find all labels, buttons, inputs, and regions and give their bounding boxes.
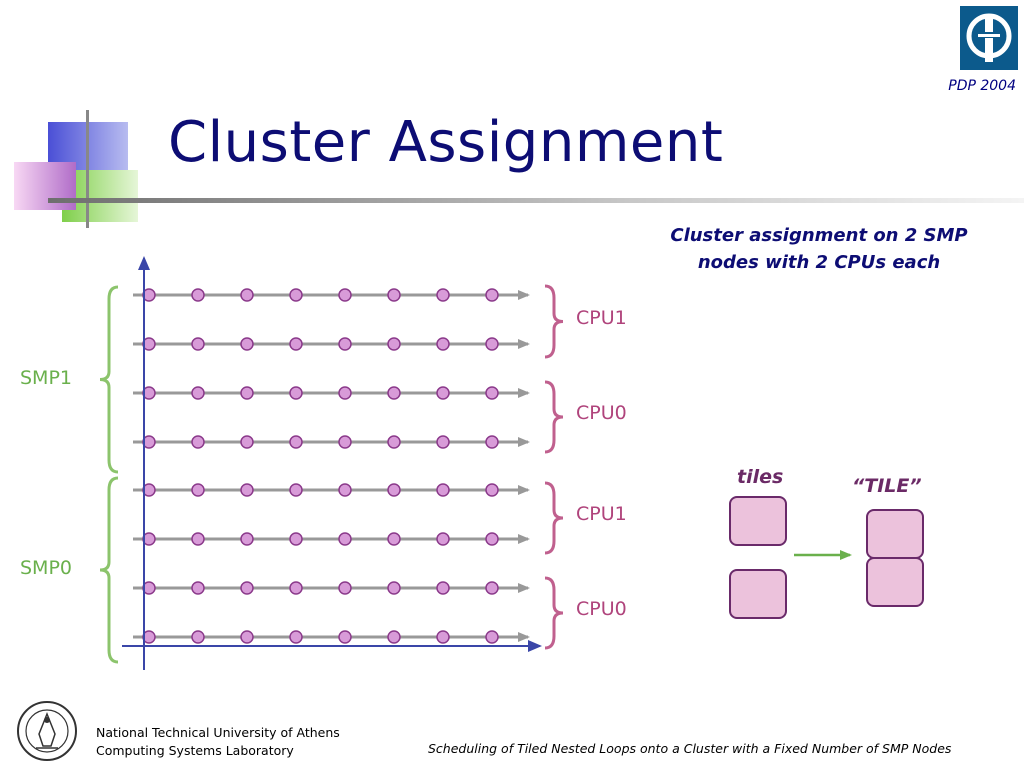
cpu-label: CPU0 xyxy=(576,598,627,620)
cpu-label: CPU1 xyxy=(576,306,627,329)
iteration-point xyxy=(289,288,303,302)
braces-layer xyxy=(99,284,564,664)
iteration-point xyxy=(436,337,450,351)
iteration-point xyxy=(338,288,352,302)
iteration-point xyxy=(191,386,205,400)
university-seal-icon xyxy=(16,700,78,762)
tile-box xyxy=(866,557,924,607)
iteration-point xyxy=(289,337,303,351)
iteration-point xyxy=(485,337,499,351)
iteration-point xyxy=(387,386,401,400)
iteration-point xyxy=(240,337,254,351)
iteration-point xyxy=(387,288,401,302)
iteration-point xyxy=(338,483,352,497)
cpu-brace xyxy=(544,284,564,359)
iteration-point xyxy=(240,483,254,497)
iteration-point xyxy=(338,386,352,400)
smp-label: SMP1 xyxy=(20,366,72,389)
iteration-point xyxy=(436,630,450,644)
iteration-point xyxy=(436,483,450,497)
iteration-point xyxy=(387,435,401,449)
cpu-label: CPU0 xyxy=(576,402,627,424)
rows-layer xyxy=(133,288,530,644)
axes-layer xyxy=(122,256,542,670)
footer-institution: National Technical University of Athens … xyxy=(96,724,340,760)
title-underline xyxy=(48,198,1024,203)
footer-university: National Technical University of Athens xyxy=(96,725,340,740)
tiles-layer xyxy=(729,496,924,619)
iteration-point xyxy=(485,386,499,400)
conference-label: PDP 2004 xyxy=(948,78,1016,94)
iteration-point xyxy=(289,483,303,497)
iteration-point xyxy=(240,532,254,546)
decorative-squares xyxy=(14,110,138,228)
iteration-point xyxy=(338,630,352,644)
iteration-space-diagram xyxy=(99,256,924,670)
iteration-point xyxy=(485,630,499,644)
tile-box xyxy=(729,569,787,619)
iteration-point xyxy=(387,337,401,351)
iteration-point xyxy=(289,581,303,595)
iteration-point xyxy=(191,630,205,644)
iteration-point xyxy=(436,581,450,595)
iteration-point xyxy=(289,386,303,400)
iteration-point xyxy=(338,532,352,546)
iteration-point xyxy=(485,435,499,449)
smp-label: SMP0 xyxy=(20,557,72,579)
iteration-point xyxy=(191,532,205,546)
iteration-point xyxy=(240,581,254,595)
iteration-point xyxy=(240,435,254,449)
iteration-point xyxy=(191,288,205,302)
footer-paper-title: Scheduling of Tiled Nested Loops onto a … xyxy=(428,741,952,756)
iteration-point xyxy=(387,532,401,546)
cpu-label: CPU1 xyxy=(576,503,627,525)
iteration-point xyxy=(338,581,352,595)
iteration-point xyxy=(436,532,450,546)
cpu-brace xyxy=(544,380,564,454)
smp-brace xyxy=(99,285,119,474)
tiles-label: tiles xyxy=(737,466,784,488)
iteration-point xyxy=(485,288,499,302)
iteration-point xyxy=(338,337,352,351)
tile-label: “TILE” xyxy=(852,475,922,497)
iteration-point xyxy=(436,435,450,449)
iteration-point xyxy=(289,435,303,449)
caption-line-2: nodes with 2 CPUs each xyxy=(697,252,941,273)
iteration-point xyxy=(387,581,401,595)
iteration-point xyxy=(191,337,205,351)
iteration-point xyxy=(485,532,499,546)
university-logo-icon xyxy=(960,6,1018,70)
diagram-caption: Cluster assignment on 2 SMP nodes with 2… xyxy=(650,222,988,276)
caption-line-1: Cluster assignment on 2 SMP xyxy=(670,225,968,246)
tile-box xyxy=(729,496,787,546)
iteration-point xyxy=(387,483,401,497)
iteration-point xyxy=(191,435,205,449)
iteration-point xyxy=(289,532,303,546)
iteration-point xyxy=(240,386,254,400)
iteration-point xyxy=(191,483,205,497)
tile-box xyxy=(866,509,924,559)
cpu-brace xyxy=(544,576,564,650)
iteration-point xyxy=(436,386,450,400)
iteration-point xyxy=(387,630,401,644)
iteration-point xyxy=(485,483,499,497)
smp-brace xyxy=(99,476,119,664)
slide-title: Cluster Assignment xyxy=(168,110,724,175)
iteration-point xyxy=(240,630,254,644)
iteration-point xyxy=(289,630,303,644)
iteration-point xyxy=(485,581,499,595)
iteration-point xyxy=(240,288,254,302)
footer-lab: Computing Systems Laboratory xyxy=(96,743,294,758)
iteration-point xyxy=(436,288,450,302)
cpu-brace xyxy=(544,481,564,555)
iteration-point xyxy=(338,435,352,449)
iteration-point xyxy=(191,581,205,595)
